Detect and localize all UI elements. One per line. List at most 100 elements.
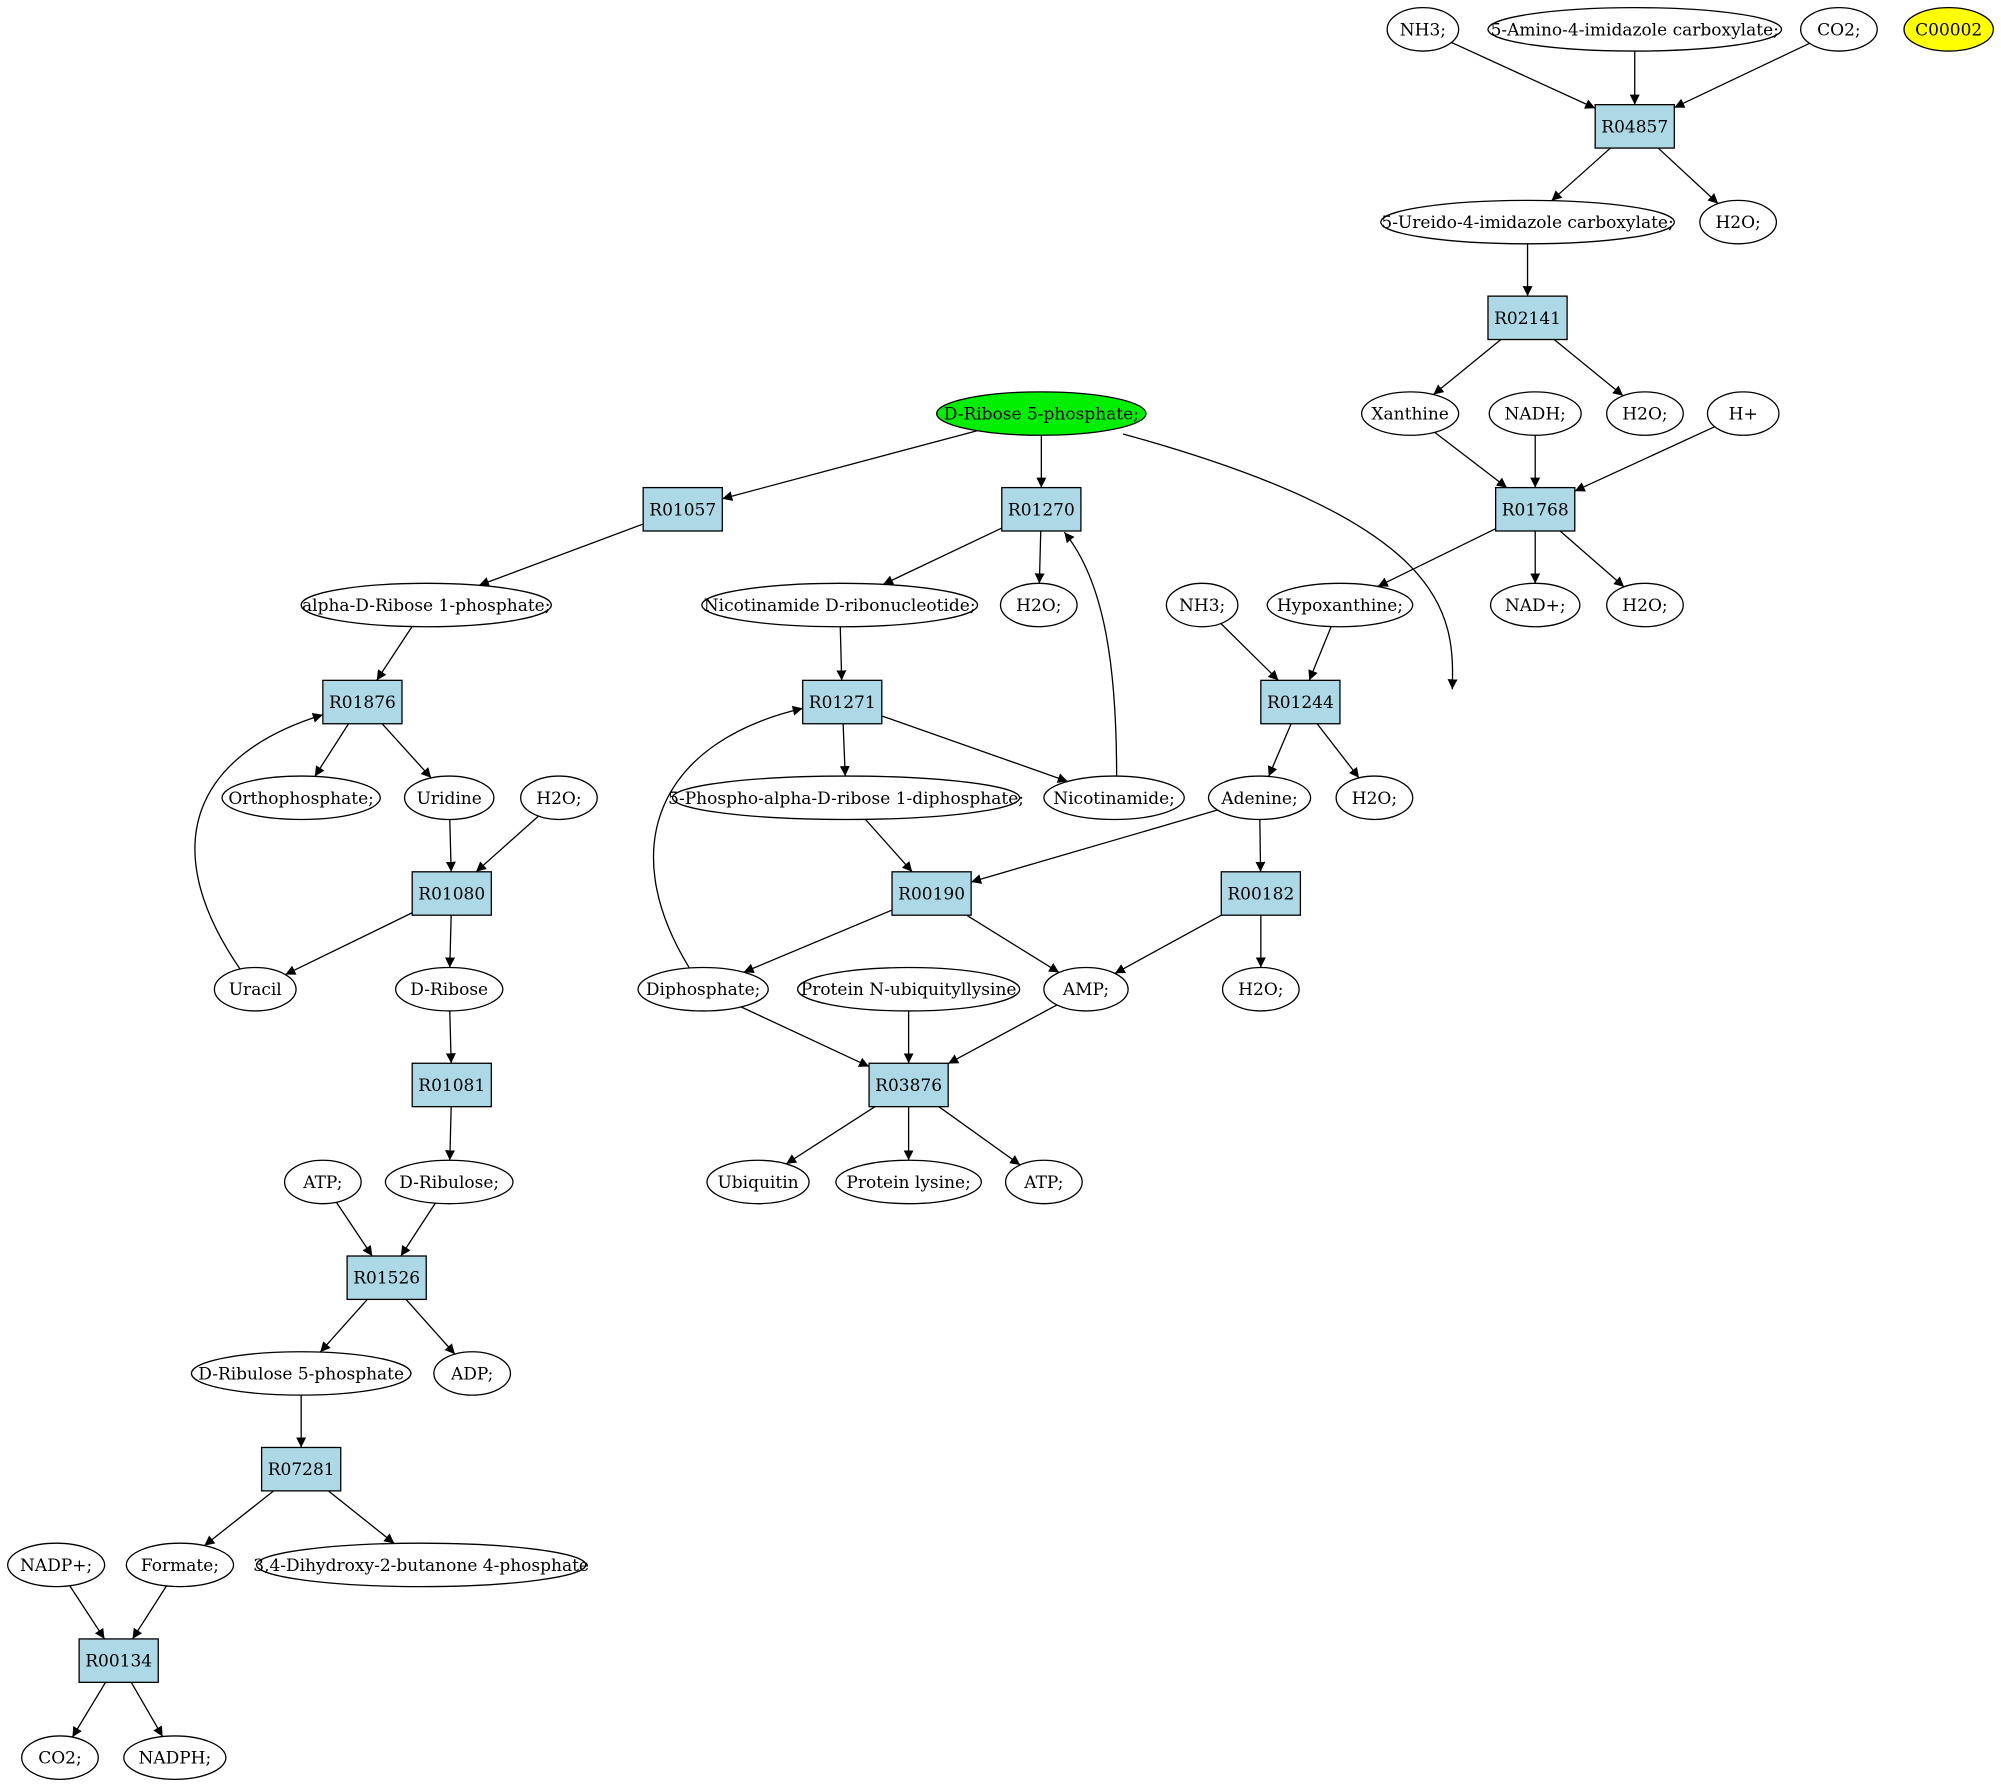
reaction-box [1260, 679, 1341, 725]
node-label: H2O; [1622, 405, 1667, 425]
edge-hplus-to-R01768 [1574, 426, 1716, 492]
compound-ellipse [403, 775, 495, 821]
reaction-node-R01526[interactable]: R01526 [346, 1255, 427, 1301]
node-label: ATP; [1023, 1173, 1063, 1193]
compound-node-adenine[interactable]: Adenine; [1207, 775, 1312, 821]
compound-ellipse [190, 1351, 412, 1396]
compound-node-formate[interactable]: Formate; [125, 1542, 235, 1588]
compound-node-nmn[interactable]: Nicotinamide D-ribonucleotide; [701, 582, 979, 628]
reaction-node-R01081[interactable]: R01081 [411, 1062, 492, 1108]
compound-node-uracil[interactable]: Uracil [213, 966, 297, 1012]
compound-node-h2o_a[interactable]: H2O; [1699, 199, 1778, 245]
compound-ellipse [1903, 7, 1994, 52]
compound-node-co2_top[interactable]: CO2; [1799, 7, 1878, 52]
reaction-node-R01057[interactable]: R01057 [642, 486, 723, 532]
compound-node-atp_a[interactable]: ATP; [283, 1159, 362, 1205]
compound-node-diphos[interactable]: Diphosphate; [637, 966, 769, 1012]
compound-node-prpp[interactable]: 5-Phospho-alpha-D-ribose 1-diphosphate; [668, 775, 1024, 821]
compound-node-dr5p[interactable]: D-Ribose 5-phosphate; [936, 391, 1147, 436]
compound-node-ubiquitin[interactable]: Ubiquitin [706, 1159, 810, 1205]
compound-node-uridine[interactable]: Uridine [403, 775, 495, 821]
compound-node-nh3_mid[interactable]: NH3; [1165, 582, 1239, 628]
compound-node-nadh[interactable]: NADH; [1488, 391, 1582, 436]
edge-R01876-to-ortho [314, 723, 350, 777]
compound-ellipse [1380, 199, 1675, 245]
reaction-node-R01080[interactable]: R01080 [411, 871, 492, 916]
compound-ellipse [796, 966, 1021, 1012]
compound-node-h2o_g[interactable]: H2O; [1221, 966, 1300, 1012]
compound-node-nh3_top[interactable]: NH3; [1386, 7, 1460, 52]
compound-ellipse [221, 775, 381, 821]
edge-nadpplus-to-R00134 [69, 1585, 106, 1640]
compound-node-dhbp[interactable]: 3,4-Dihydroxy-2-butanone 4-phosphate [253, 1542, 589, 1588]
compound-node-co2_b[interactable]: CO2; [21, 1735, 99, 1780]
compound-node-plys[interactable]: Protein lysine; [835, 1159, 983, 1205]
reaction-node-R03876[interactable]: R03876 [868, 1062, 949, 1108]
compound-node-nadpplus[interactable]: NADP+; [7, 1542, 106, 1588]
node-label: R01270 [1008, 500, 1075, 520]
compound-node-uic[interactable]: 5-Ureido-4-imidazole carboxylate; [1380, 199, 1675, 245]
edge-R01271-to-prpp [839, 723, 850, 777]
compound-node-hplus[interactable]: H+ [1706, 391, 1780, 436]
compound-node-aic[interactable]: 5-Amino-4-imidazole carboxylate; [1487, 7, 1783, 52]
edge-layer [69, 41, 1810, 1738]
compound-ellipse [701, 582, 979, 628]
reaction-node-R04857[interactable]: R04857 [1594, 104, 1675, 149]
reaction-node-R01768[interactable]: R01768 [1494, 486, 1576, 532]
node-label: R03876 [875, 1076, 942, 1096]
compound-node-drl5p[interactable]: D-Ribulose 5-phosphate [190, 1351, 412, 1396]
compound-node-dribose[interactable]: D-Ribose [394, 966, 504, 1012]
reaction-node-R00182[interactable]: R00182 [1220, 871, 1302, 916]
compound-ellipse [384, 1159, 514, 1205]
reaction-box [1001, 486, 1082, 532]
edge-co2_top-to-R04857 [1674, 42, 1810, 109]
edge-R00134-to-nadph [130, 1682, 164, 1737]
compound-node-adp[interactable]: ADP; [433, 1351, 512, 1396]
compound-ellipse [7, 1542, 106, 1588]
compound-ellipse [1335, 775, 1414, 821]
edge-R03876-to-ubiquitin [785, 1106, 876, 1165]
reaction-node-R07281[interactable]: R07281 [260, 1446, 342, 1492]
reaction-node-R01876[interactable]: R01876 [322, 679, 403, 725]
edge-R07281-to-dhbp [327, 1490, 395, 1544]
node-label: Orthophosphate; [228, 789, 373, 809]
compound-node-adr1p[interactable]: alpha-D-Ribose 1-phosphate; [300, 582, 552, 628]
node-label: Protein N-ubiquityllysine [801, 980, 1017, 1000]
edge-dribulose-to-R01526 [400, 1202, 436, 1257]
compound-node-nadph[interactable]: NADPH; [123, 1735, 227, 1780]
compound-node-dribulose[interactable]: D-Ribulose; [384, 1159, 514, 1205]
reaction-box [1594, 104, 1675, 149]
compound-node-nicotinamide[interactable]: Nicotinamide; [1043, 775, 1185, 821]
compound-node-h2o_b[interactable]: H2O; [1606, 391, 1684, 436]
compound-node-h2o_c[interactable]: H2O; [999, 582, 1078, 628]
compound-node-ortho[interactable]: Orthophosphate; [221, 775, 381, 821]
reaction-node-R02141[interactable]: R02141 [1487, 295, 1568, 341]
reaction-node-R01271[interactable]: R01271 [802, 679, 883, 725]
compound-node-xanthine[interactable]: Xanthine [1360, 391, 1460, 436]
reaction-node-R01270[interactable]: R01270 [1001, 486, 1082, 532]
edge-R01081-to-dribulose [445, 1106, 456, 1161]
compound-node-h2o_e[interactable]: H2O; [520, 775, 598, 821]
edge-dr5p-to-R01057 [722, 430, 978, 501]
reaction-node-R01244[interactable]: R01244 [1260, 679, 1341, 725]
compound-ellipse [21, 1735, 99, 1780]
edge-dribose-to-R01081 [445, 1010, 456, 1064]
compound-node-hypox[interactable]: Hypoxanthine; [1266, 582, 1414, 628]
node-label: R00190 [898, 885, 965, 905]
compound-node-nadplus[interactable]: NAD+; [1489, 582, 1581, 628]
compound-node-c00002[interactable]: C00002 [1903, 7, 1994, 52]
edge-uridine-to-R01080 [445, 819, 456, 872]
compound-node-h2o_f[interactable]: H2O; [1335, 775, 1414, 821]
compound-ellipse [1004, 1159, 1083, 1205]
reaction-box [868, 1062, 949, 1108]
reaction-node-R00190[interactable]: R00190 [891, 871, 972, 916]
compound-node-atp_b[interactable]: ATP; [1004, 1159, 1083, 1205]
reaction-box [322, 679, 403, 725]
edge-nh3_top-to-R04857 [1451, 41, 1596, 109]
compound-ellipse [1266, 582, 1414, 628]
compound-node-pnul[interactable]: Protein N-ubiquityllysine [796, 966, 1021, 1012]
compound-node-amp[interactable]: AMP; [1043, 966, 1129, 1012]
reaction-node-R00134[interactable]: R00134 [78, 1638, 159, 1683]
node-label: CO2; [38, 1749, 82, 1769]
compound-node-h2o_d[interactable]: H2O; [1606, 582, 1684, 628]
